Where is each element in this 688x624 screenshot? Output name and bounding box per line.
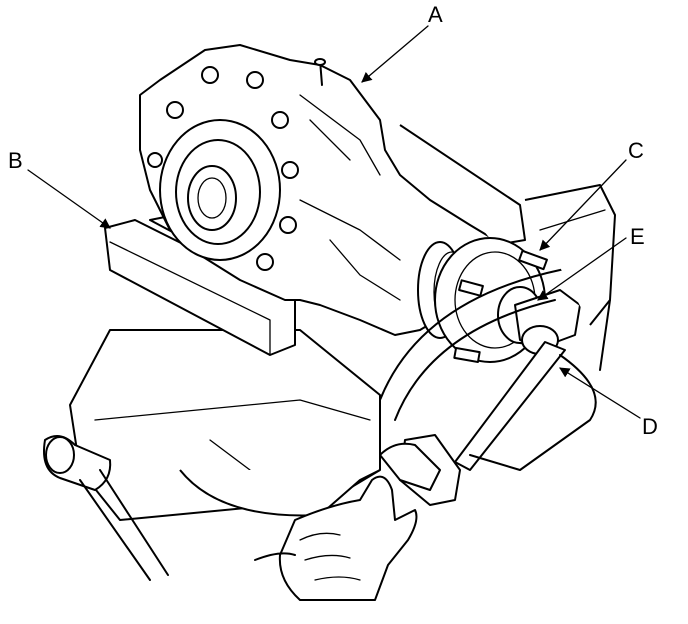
callout-label-e: E [630, 224, 645, 249]
leader-a [361, 25, 429, 83]
callout-label-b: B [8, 148, 23, 173]
leader-c [539, 159, 627, 251]
leader-e [537, 237, 627, 301]
callout-label-c: C [628, 138, 644, 163]
callout-leaders [27, 25, 641, 419]
support-block [469, 184, 616, 471]
callout-label-d: D [642, 414, 658, 439]
callout-label-a: A [428, 2, 443, 27]
leader-d [559, 367, 641, 419]
leader-b [27, 169, 111, 229]
differential-housing [139, 44, 526, 339]
hands [254, 442, 441, 601]
